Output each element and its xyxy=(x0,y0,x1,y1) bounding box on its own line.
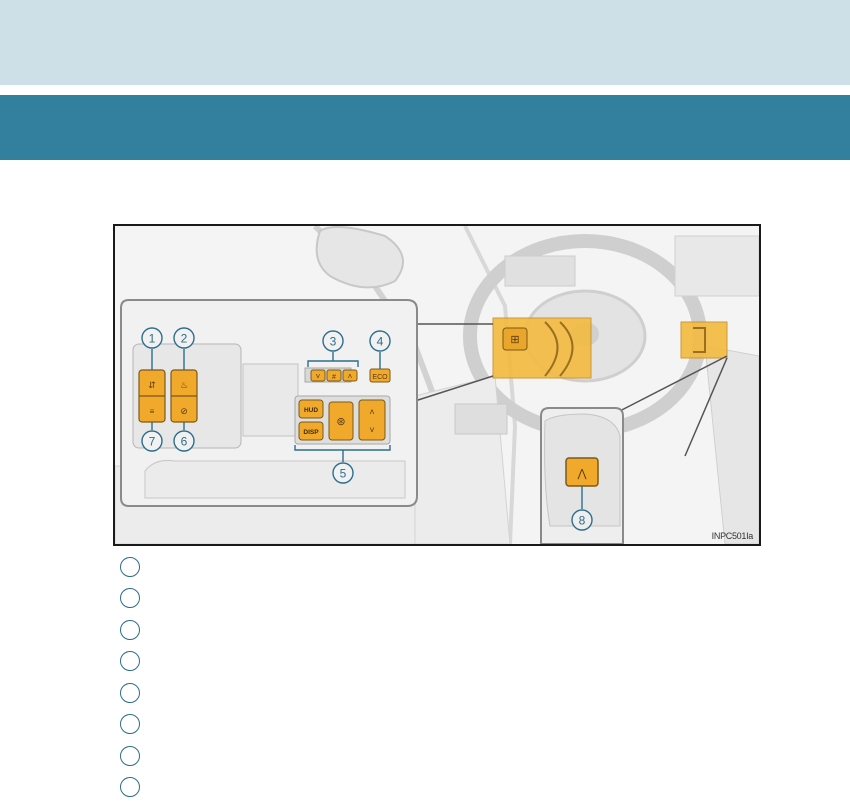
svg-text:⊞: ⊞ xyxy=(510,334,519,346)
hud-button-label: HUD xyxy=(304,407,318,414)
svg-text:4: 4 xyxy=(377,335,384,349)
svg-text:♨: ♨ xyxy=(180,380,188,390)
legend-item: 2 xyxy=(120,583,150,615)
legend-number-circle: 2 xyxy=(120,588,140,608)
callout-legend-list: 1 2 3 4 5 6 7 8 xyxy=(120,551,150,803)
legend-number-circle: 7 xyxy=(120,746,140,766)
legend-item: 4 xyxy=(120,646,150,678)
legend-number-circle: 6 xyxy=(120,714,140,734)
section-title-band xyxy=(0,95,850,160)
svg-text:˄: ˄ xyxy=(369,407,374,417)
legend-number-circle: 5 xyxy=(120,683,140,703)
switch-location-illustration: ⊞ ⇵ ≡ ♨ ⊘ ˅ # ˄ ECO xyxy=(113,224,761,546)
callout-4: 4 xyxy=(370,331,390,351)
legend-number-circle: 3 xyxy=(120,620,140,640)
legend-number-circle: 1 xyxy=(120,557,140,577)
svg-text:⇵: ⇵ xyxy=(148,380,156,390)
legend-item: 3 xyxy=(120,614,150,646)
svg-text:⋀: ⋀ xyxy=(576,468,587,480)
svg-text:2: 2 xyxy=(181,332,188,346)
disp-button-label: DISP xyxy=(303,429,319,436)
svg-text:7: 7 xyxy=(149,435,156,449)
svg-text:3: 3 xyxy=(330,335,337,349)
legend-item: 7 xyxy=(120,740,150,772)
figure-code: INPC501Ia xyxy=(712,531,753,541)
legend-number-circle: 8 xyxy=(120,777,140,797)
legend-item: 8 xyxy=(120,772,150,803)
svg-text:6: 6 xyxy=(181,435,188,449)
svg-text:≡: ≡ xyxy=(150,407,155,416)
svg-text:ECO: ECO xyxy=(372,374,388,381)
callout-7: 7 xyxy=(142,431,162,451)
svg-text:1: 1 xyxy=(149,332,156,346)
svg-text:⊘: ⊘ xyxy=(180,406,188,416)
legend-item: 1 xyxy=(120,551,150,583)
callout-5: 5 xyxy=(333,463,353,483)
svg-text:˅: ˅ xyxy=(369,425,374,435)
callout-3: 3 xyxy=(323,331,343,351)
svg-text:5: 5 xyxy=(340,467,347,481)
svg-text:˅: ˅ xyxy=(316,372,321,381)
callout-6: 6 xyxy=(174,431,194,451)
callout-8: 8 xyxy=(572,510,592,530)
svg-text:#: # xyxy=(332,374,336,381)
legend-item: 5 xyxy=(120,677,150,709)
legend-item: 6 xyxy=(120,709,150,741)
callout-1: 1 xyxy=(142,328,162,348)
header-divider xyxy=(0,85,850,95)
legend-number-circle: 4 xyxy=(120,651,140,671)
svg-text:8: 8 xyxy=(579,514,586,528)
header-band-top xyxy=(0,0,850,85)
svg-text:⊛: ⊛ xyxy=(336,416,345,428)
callout-2: 2 xyxy=(174,328,194,348)
svg-text:˄: ˄ xyxy=(348,372,353,381)
